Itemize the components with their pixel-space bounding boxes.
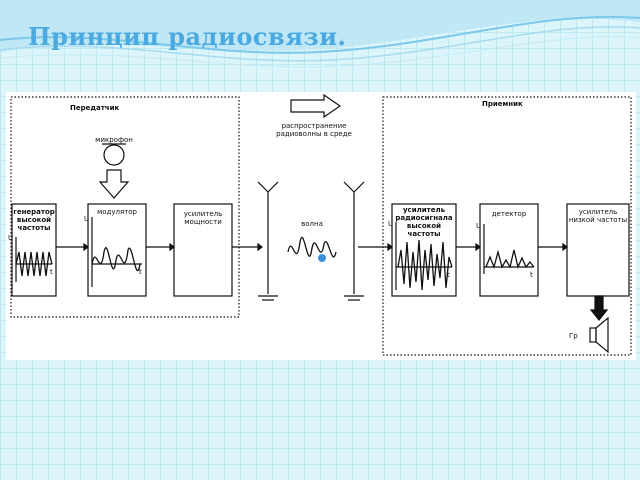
mic-down-arrow-icon <box>98 169 130 199</box>
speaker-label: Гр <box>569 332 578 340</box>
detector-label: детектор <box>491 210 527 218</box>
rf-amplifier-block <box>391 203 457 297</box>
receiver-header: Приемник <box>482 100 523 108</box>
speaker-icon <box>589 327 597 343</box>
propagation-wave <box>287 236 337 258</box>
axis-t-detector: t <box>530 271 533 279</box>
propagation-label: распространение радиоволны в среде <box>276 122 352 138</box>
axis-t-generator: t <box>50 268 53 276</box>
wave-label: волна <box>301 220 323 228</box>
detected-wave <box>485 249 535 270</box>
receiver-frame <box>382 96 632 356</box>
axis-u-generator: U <box>8 234 14 242</box>
power-amplifier-label: усилитель мощности <box>183 210 223 226</box>
modulator-block <box>87 203 147 297</box>
rf-amplifier-label: усилитель радиосигнала высокой частоты <box>395 206 453 238</box>
decorative-top-wave <box>0 0 640 68</box>
axis-u-rf: U <box>388 220 394 228</box>
axis-u-detector: U <box>476 222 482 230</box>
power-amplifier-block <box>173 203 233 297</box>
rf-wave <box>397 239 453 291</box>
propagation-arrow-icon <box>290 93 342 119</box>
accent-dot <box>318 254 326 262</box>
generator-label: генератор высокой частоты <box>13 208 55 232</box>
axis-t-modulator: t <box>139 268 142 276</box>
modulated-wave <box>91 247 141 272</box>
hf-wave <box>15 251 53 277</box>
generator-block <box>11 203 57 297</box>
diagram-drawing <box>10 93 632 356</box>
transmitter-frame <box>10 96 240 318</box>
microphone-label: микрофон <box>95 136 133 144</box>
transmitter-header: Передатчик <box>70 104 120 112</box>
radio-communication-diagram: Передатчик микрофон генератор высокой ча… <box>6 92 636 360</box>
lf-amplifier-label: усилитель низкой частоты <box>568 208 628 224</box>
modulator-label: модулятор <box>96 208 138 216</box>
page-title: Принцип радиосвязи. <box>28 22 347 51</box>
microphone-icon <box>103 144 125 166</box>
axis-u-modulator: U <box>84 215 90 223</box>
axis-t-rf: t <box>447 271 450 279</box>
detector-block <box>479 203 539 297</box>
